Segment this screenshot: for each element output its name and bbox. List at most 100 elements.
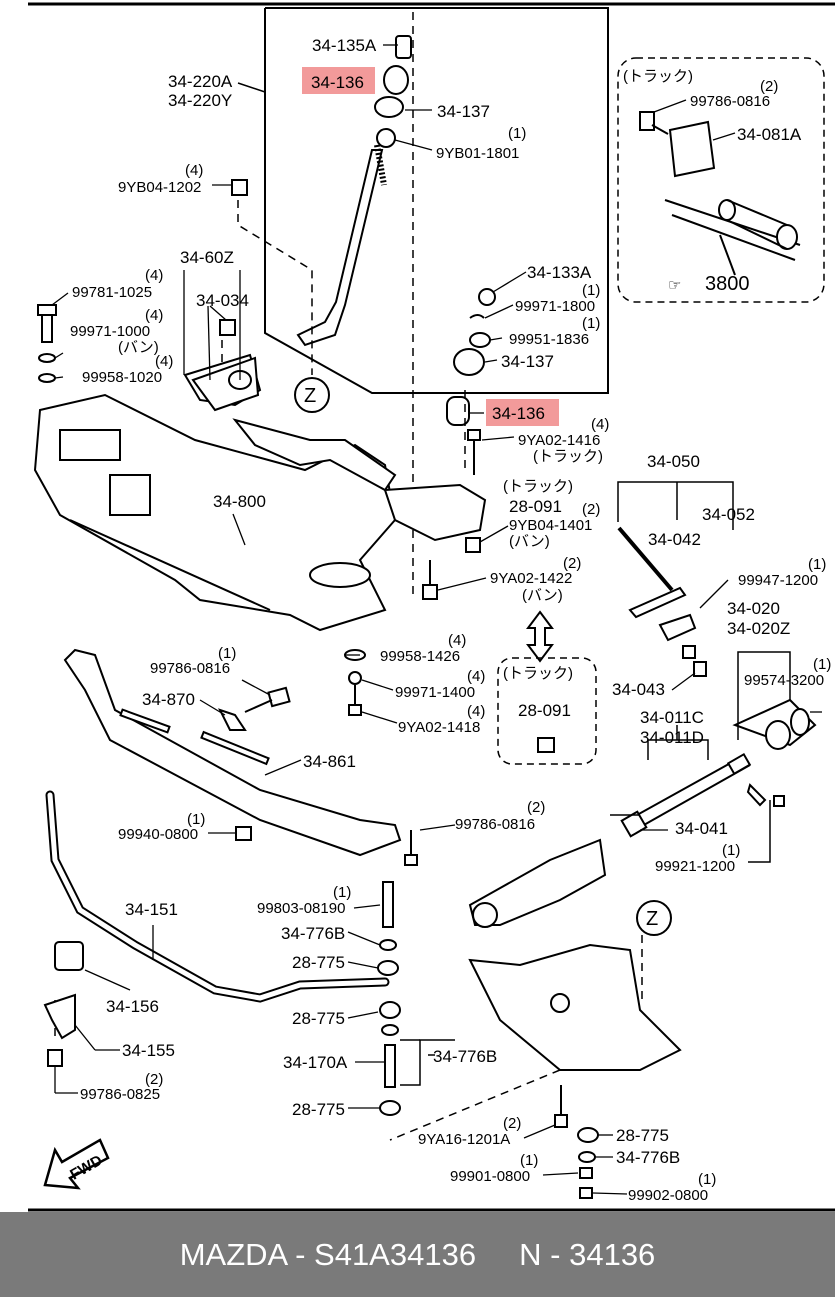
label-34-136-bottom: 34-136 — [492, 404, 545, 423]
label-34-133A: 34-133A — [527, 263, 592, 282]
label-99951-1836: 99951-1836 — [509, 331, 589, 348]
truck-plate-parts — [639, 111, 801, 276]
label-34-011C: 34-011C — [640, 708, 704, 727]
zone-z-label-2: Z — [646, 908, 658, 930]
label-99921-1200: 99921-1200 — [655, 858, 735, 875]
label-34-043: 34-043 — [612, 680, 665, 699]
label-34-034: 34-034 — [196, 291, 249, 310]
qty-99902-0800: (1) — [698, 1171, 716, 1188]
qty-9YB01-1801: (1) — [508, 125, 526, 142]
qty-9YA02-1422: (2) — [563, 555, 581, 572]
qty-99971-1800: (1) — [582, 282, 600, 299]
label-99781-1025: 99781-1025 — [72, 284, 152, 301]
truck-plate-box — [617, 57, 825, 303]
label-34-220A: 34-220A — [168, 72, 233, 91]
zone-z-circle-2 — [636, 900, 672, 936]
label-99947-1200: 99947-1200 — [738, 572, 818, 589]
upper-arm-parts — [617, 526, 817, 838]
hardware-left — [37, 179, 248, 383]
label-34-081A: 34-081A — [737, 125, 802, 144]
qty-9YA02-1418: (4) — [467, 703, 485, 720]
qty-99958-1020: (4) — [155, 353, 173, 370]
lower-arm-knuckle — [468, 838, 682, 1199]
qty-99947-1200: (1) — [808, 556, 826, 573]
qty-99971-1400: (4) — [467, 668, 485, 685]
label-99958-1020: 99958-1020 — [82, 369, 162, 386]
label-28-091-a: 28-091 — [509, 497, 562, 516]
label-34-052: 34-052 — [702, 505, 755, 524]
bracket-34-870 — [218, 686, 291, 841]
label-34-776B-a: 34-776B — [281, 924, 345, 943]
interchange-arrow — [526, 610, 554, 663]
label-28-775-a: 28-775 — [292, 953, 345, 972]
label-99786-0825: 99786-0825 — [80, 1086, 160, 1103]
qty-99951-1836: (1) — [582, 315, 600, 332]
label-9YA02-1418: 9YA02-1418 — [398, 719, 480, 736]
zone-z-circle-1 — [294, 377, 330, 413]
rear-member — [63, 648, 402, 857]
label-34-042: 34-042 — [648, 530, 701, 549]
label-3800: 3800 — [705, 273, 750, 295]
label-34-800: 34-800 — [213, 492, 266, 511]
label-34-020Z: 34-020Z — [727, 619, 790, 638]
label-34-020: 34-020 — [727, 599, 780, 618]
qty-9YA16-1201A: (2) — [503, 1115, 521, 1132]
part-number-footer: MAZDA - S41A34136 N - 34136 — [0, 1212, 835, 1297]
label-9YB04-1202: 9YB04-1202 — [118, 179, 201, 196]
label-28-091-b: 28-091 — [518, 701, 571, 720]
label-34-137-bottom: 34-137 — [501, 352, 554, 371]
label-34-60Z: 34-60Z — [180, 248, 234, 267]
footer-ref: N - 34136 — [519, 1236, 656, 1272]
label-99901-0800: 99901-0800 — [450, 1168, 530, 1185]
zone-z-label-1: Z — [304, 385, 316, 407]
leader-lines — [51, 44, 822, 1195]
label-99971-1400: 99971-1400 — [395, 684, 475, 701]
qty-99958-1426: (4) — [448, 632, 466, 649]
label-34-155: 34-155 — [122, 1041, 175, 1060]
qty-99786-0825: (2) — [145, 1071, 163, 1088]
qty-9YB04-1401: (2) — [582, 501, 600, 518]
qty-99574-3200: (1) — [813, 656, 831, 673]
fwd-arrow-icon: FWD — [43, 1138, 110, 1190]
label-9YA02-1416: 9YA02-1416 — [518, 432, 600, 449]
label-99786-0816-left: 99786-0816 — [150, 660, 230, 677]
label-9YB04-1401: 9YB04-1401 — [509, 517, 592, 534]
qty-99786-0816-right: (2) — [760, 78, 778, 95]
label-van-1: (バン) — [118, 339, 159, 356]
label-34-870: 34-870 — [142, 690, 195, 709]
label-28-775-b: 28-775 — [292, 1009, 345, 1028]
label-99786-0816-middle: 99786-0816 — [455, 816, 535, 833]
label-truck-2: (トラック) — [503, 478, 573, 495]
label-34-170A: 34-170A — [283, 1053, 348, 1072]
label-99902-0800: 99902-0800 — [628, 1187, 708, 1204]
shift-lever-rod — [296, 144, 387, 347]
label-34-861: 34-861 — [303, 752, 356, 771]
label-34-011D: 34-011D — [640, 728, 704, 747]
qty-99971-1000: (4) — [145, 307, 163, 324]
qty-99940-0800: (1) — [187, 811, 205, 828]
shift-lever-inset-box — [264, 7, 609, 394]
qty-9YA02-1416: (4) — [591, 416, 609, 433]
qty-99921-1200: (1) — [722, 842, 740, 859]
qty-99901-0800: (1) — [520, 1152, 538, 1169]
footer-brand-part: MAZDA - S41A34136 — [179, 1236, 477, 1272]
label-9YA02-1422: 9YA02-1422 — [490, 570, 572, 587]
bushing-clamp — [43, 941, 84, 1067]
label-99958-1426: 99958-1426 — [380, 648, 460, 665]
label-34-220Y: 34-220Y — [168, 91, 232, 110]
label-9YB01-1801: 9YB01-1801 — [436, 145, 519, 162]
label-34-776B-c: 34-776B — [616, 1148, 680, 1167]
pointer-icon: ☞ — [668, 277, 681, 294]
label-34-151: 34-151 — [125, 900, 178, 919]
group-brackets — [237, 82, 791, 1086]
shift-knob-parts — [374, 35, 412, 148]
label-truck-box-right: (トラック) — [623, 68, 693, 85]
label-34-136-top: 34-136 — [311, 73, 364, 92]
label-99940-0800: 99940-0800 — [118, 826, 198, 843]
link-stack — [377, 830, 418, 1116]
label-34-776B-b: 34-776B — [433, 1047, 497, 1066]
qty-99781-1025: (4) — [145, 267, 163, 284]
highlight-34-136-bottom — [486, 399, 559, 426]
parts-diagram: Z Z — [28, 2, 835, 1212]
label-28-775-d: 28-775 — [616, 1126, 669, 1145]
